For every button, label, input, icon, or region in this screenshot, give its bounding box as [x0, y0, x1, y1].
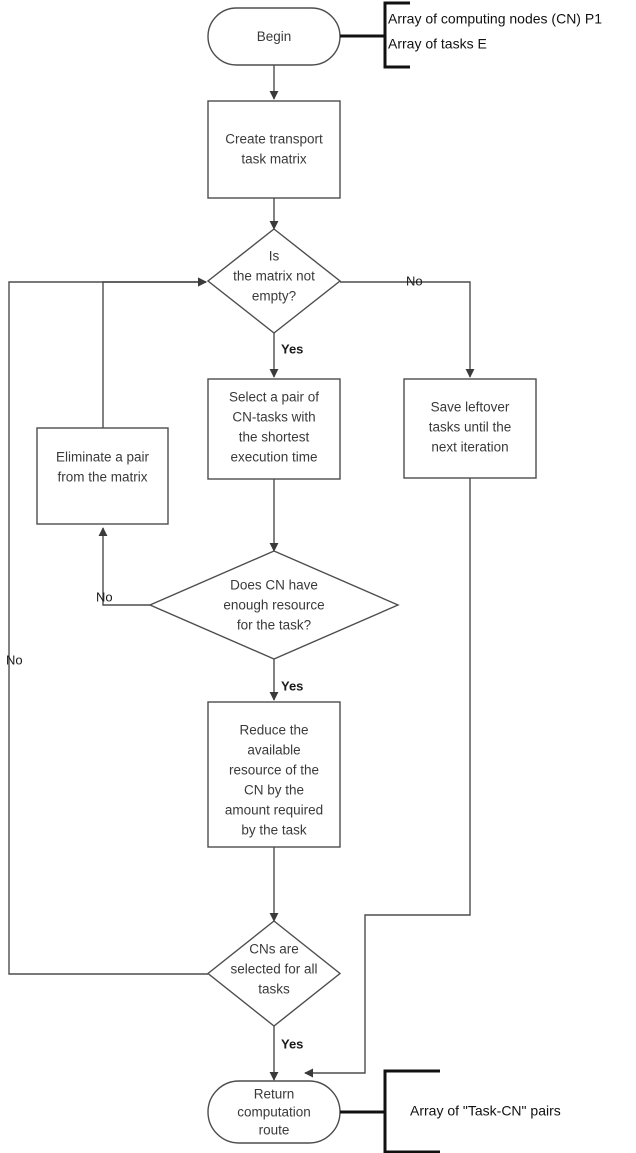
- node-eliminate-line-1: Eliminate a pair: [56, 450, 150, 465]
- node-does-cn-have-enough-resource[interactable]: Does CN have enough resource for the tas…: [148, 550, 400, 660]
- edge-resource-no-to-eliminate: [98, 527, 150, 606]
- node-cns-selected-for-all-tasks[interactable]: CNs are selected for all tasks: [206, 920, 342, 1027]
- node-resource-decision-line-3: for the task?: [237, 618, 311, 633]
- node-eliminate-line-2: from the matrix: [57, 470, 147, 485]
- node-reduce-line-5: amount required: [225, 803, 323, 818]
- node-cns-decision-line-3: tasks: [258, 982, 290, 997]
- node-save-line-3: next iteration: [431, 440, 508, 455]
- annotation-output-line-1: Array of "Task-CN" pairs: [410, 1103, 561, 1119]
- annotation-input-line-2: Array of tasks E: [388, 36, 487, 52]
- node-select-line-2: CN-tasks with: [232, 410, 315, 425]
- node-select-line-1: Select a pair of: [229, 390, 319, 405]
- node-select-line-3: the shortest: [239, 430, 310, 445]
- node-select-line-4: execution time: [230, 450, 317, 465]
- node-reduce-line-3: resource of the: [229, 763, 319, 778]
- node-return-computation-route[interactable]: Return computation route: [207, 1080, 341, 1144]
- node-select-pair-of-cn-tasks[interactable]: Select a pair of CN-tasks with the short…: [207, 378, 341, 480]
- edge-save-to-return: [304, 478, 471, 1078]
- edge-matrix-no-to-save: [340, 281, 475, 378]
- node-resource-decision-line-1: Does CN have: [230, 578, 318, 593]
- node-save-leftover-tasks[interactable]: Save leftover tasks until the next itera…: [403, 378, 537, 479]
- node-reduce-available-resource[interactable]: Reduce the available resource of the CN …: [207, 701, 341, 848]
- edge-label-matrix-no: No: [406, 273, 423, 288]
- edge-label-resource-no: No: [96, 589, 113, 604]
- annotation-output-bracket: [383, 1069, 440, 1153]
- node-reduce-line-4: CN by the: [244, 783, 304, 798]
- edge-label-cns-no: No: [6, 652, 23, 667]
- node-is-matrix-not-empty[interactable]: Is the matrix not empty?: [206, 228, 342, 334]
- node-matrix-decision-line-2: the matrix not: [233, 269, 315, 284]
- edge-cns-no-loop-to-matrix-decision: [8, 277, 208, 975]
- node-create-transport-task-matrix[interactable]: Create transport task matrix: [207, 100, 341, 199]
- node-save-line-1: Save leftover: [431, 400, 510, 415]
- node-save-line-2: tasks until the: [429, 420, 512, 435]
- node-resource-decision-line-2: enough resource: [223, 598, 324, 613]
- node-create-line-1: Create transport: [225, 132, 323, 147]
- node-matrix-decision-line-1: Is: [269, 249, 280, 264]
- node-return-line-1: Return: [254, 1087, 295, 1102]
- node-cns-decision-line-1: CNs are: [249, 942, 299, 957]
- edge-label-cns-yes: Yes: [281, 1036, 303, 1051]
- node-reduce-line-6: by the task: [241, 823, 307, 838]
- node-eliminate-pair-from-matrix[interactable]: Eliminate a pair from the matrix: [36, 427, 169, 525]
- node-return-line-3: route: [259, 1123, 290, 1138]
- node-begin[interactable]: Begin: [207, 7, 341, 66]
- node-matrix-decision-line-3: empty?: [252, 289, 296, 304]
- node-return-line-2: computation: [237, 1105, 311, 1120]
- node-reduce-line-1: Reduce the: [239, 723, 308, 738]
- node-create-line-2: task matrix: [241, 152, 307, 167]
- annotation-input-line-1: Array of computing nodes (CN) P1: [388, 11, 602, 27]
- node-reduce-line-2: available: [247, 743, 300, 758]
- edge-label-resource-yes: Yes: [281, 678, 303, 693]
- edge-eliminate-to-matrix-decision: [102, 277, 207, 428]
- node-cns-decision-line-2: selected for all: [230, 962, 317, 977]
- annotation-input-bracket: [383, 1, 410, 69]
- edge-label-matrix-yes: Yes: [281, 341, 303, 356]
- node-begin-label: Begin: [257, 29, 292, 44]
